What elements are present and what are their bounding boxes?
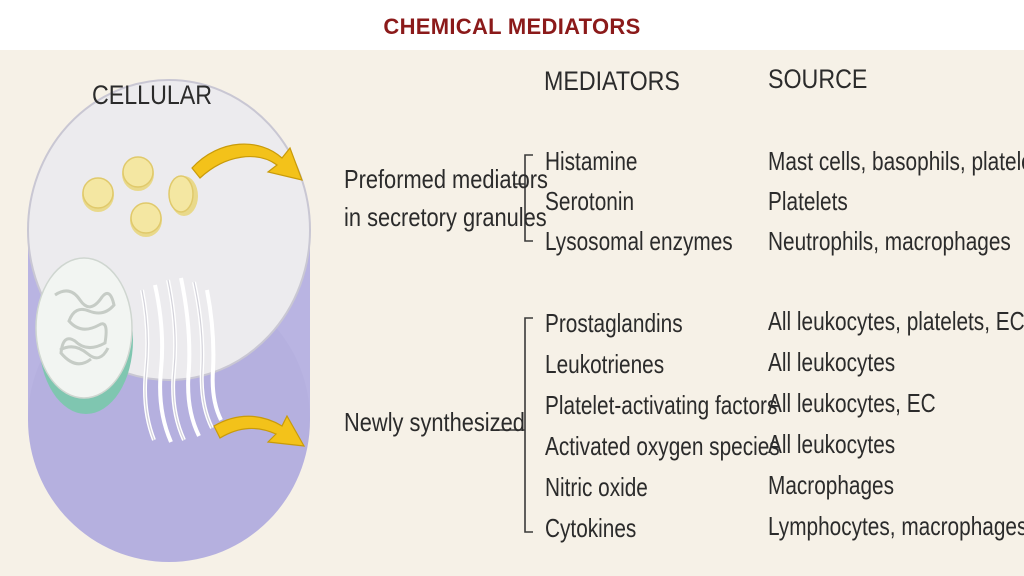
mediator-source: All leukocytes	[768, 347, 896, 377]
figure-panel: CELLULAR MEDIATORS SOURCE Preformed medi…	[0, 50, 1024, 576]
mediator-source: All leukocytes, EC	[768, 388, 936, 418]
preformed-bracket	[513, 154, 533, 242]
mediator-source: Macrophages	[768, 470, 895, 500]
mediator-name: Leukotrienes	[545, 349, 665, 379]
slide-title: CHEMICAL MEDIATORS	[383, 14, 641, 39]
mediator-name: Lysosomal enzymes	[545, 226, 733, 256]
synthesized-label: Newly synthesized	[344, 407, 525, 437]
mediators-header: MEDIATORS	[544, 66, 680, 96]
nucleus	[35, 257, 133, 414]
source-header: SOURCE	[768, 64, 868, 94]
preformed-label-line-1: Preformed mediators	[344, 164, 548, 194]
mediator-source: Platelets	[768, 186, 848, 216]
mediator-name: Prostaglandins	[545, 308, 683, 338]
cellular-header: CELLULAR	[92, 80, 213, 110]
synthesized-bracket	[496, 317, 533, 533]
mediator-name: Nitric oxide	[545, 472, 648, 502]
cell-illustration	[27, 79, 533, 562]
synthesis-arrow-icon	[213, 414, 306, 447]
mediator-name: Activated oxygen species	[545, 431, 780, 461]
mediator-source: All leukocytes	[768, 429, 896, 459]
mediator-name: Histamine	[545, 146, 638, 176]
mediator-name: Cytokines	[545, 513, 637, 543]
mediator-source: All leukocytes, platelets, EC	[768, 306, 1024, 336]
mediator-name: Platelet-activating factors	[545, 390, 778, 420]
preformed-label-line-2: in secretory granules	[344, 202, 547, 232]
secretory-granule	[82, 177, 114, 212]
secretory-granule	[168, 175, 198, 216]
secretory-granule	[122, 156, 154, 191]
mediator-name: Serotonin	[545, 186, 635, 216]
release-arrow-icon	[191, 143, 303, 181]
mediator-source: Lymphocytes, macrophages, EC	[768, 511, 1024, 541]
mediator-source: Mast cells, basophils, platelets	[768, 146, 1024, 176]
secretory-granule	[130, 202, 162, 237]
mediator-source: Neutrophils, macrophages	[768, 226, 1011, 256]
